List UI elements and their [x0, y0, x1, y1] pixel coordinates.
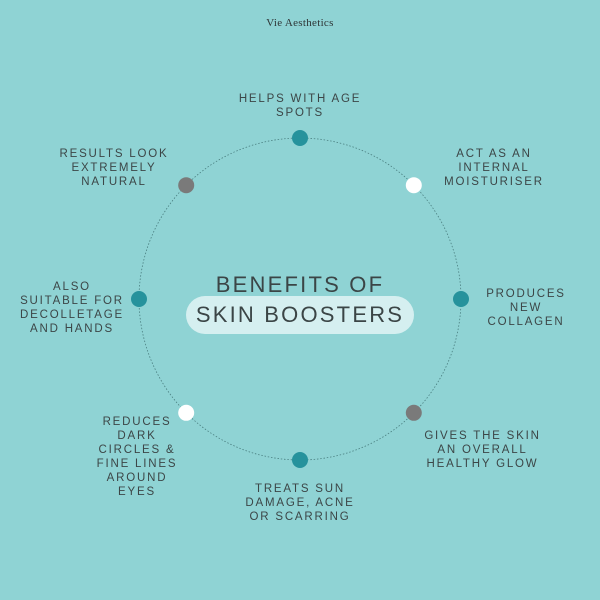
benefit-dot-white: [178, 404, 195, 421]
benefit-dot-teal: [131, 291, 147, 307]
brand-logo: Vie Aesthetics: [266, 17, 334, 29]
title-pill: SKIN BOOSTERS: [186, 296, 414, 334]
benefit-dot-gray: [178, 177, 195, 194]
title-line-1: BENEFITS OF: [215, 272, 385, 297]
benefit-dot-teal: [453, 291, 469, 307]
benefit-dot-teal: [292, 130, 308, 146]
title-line-2: SKIN BOOSTERS: [195, 302, 405, 327]
benefit-dot-gray: [405, 404, 422, 421]
benefit-dots: [131, 130, 469, 468]
benefit-dot-teal: [292, 452, 308, 468]
benefit-dot-white: [405, 177, 422, 194]
